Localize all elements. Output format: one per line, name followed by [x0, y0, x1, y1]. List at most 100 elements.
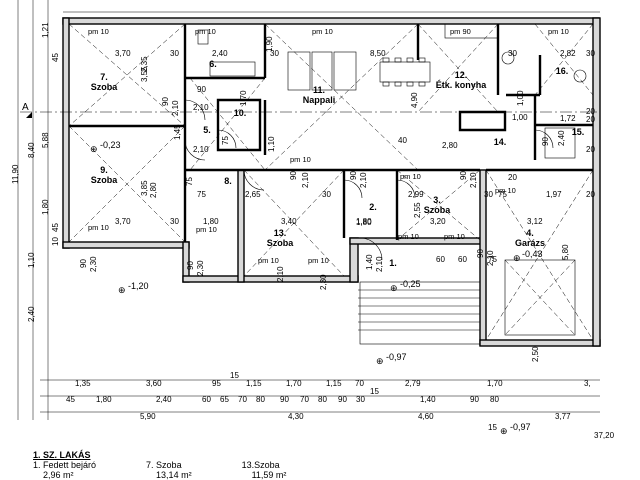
svg-text:2,79: 2,79 [405, 379, 421, 388]
svg-text:1,00: 1,00 [512, 113, 528, 122]
room-12-name: Étk. konyha [436, 80, 488, 90]
svg-text:5,90: 5,90 [140, 412, 156, 421]
svg-text:90: 90 [541, 137, 550, 146]
svg-text:30: 30 [170, 217, 179, 226]
svg-text:pm 10: pm 10 [308, 256, 329, 265]
svg-text:70: 70 [300, 395, 309, 404]
svg-text:1,00: 1,00 [516, 90, 525, 106]
svg-text:⊕: ⊕ [513, 253, 521, 263]
svg-text:2,55: 2,55 [413, 202, 422, 218]
svg-text:1,80: 1,80 [96, 395, 112, 404]
svg-text:2,40: 2,40 [156, 395, 172, 404]
dims-inner: 90 2,10 90 2,10 1,45 75 2,10 4,90 1,10 4… [79, 85, 595, 290]
svg-text:60: 60 [458, 255, 467, 264]
svg-text:30: 30 [484, 190, 493, 199]
svg-text:75: 75 [221, 136, 230, 145]
furniture [197, 23, 587, 345]
room-1-num: 1. [389, 258, 397, 268]
svg-text:8,50: 8,50 [370, 49, 386, 58]
svg-text:20: 20 [586, 145, 595, 154]
level-garage: -0,43 [522, 249, 543, 259]
dims-left: 1,21 45 5,88 8,40 11,90 1,80 45 10 1,10 … [11, 22, 60, 322]
svg-text:1,70: 1,70 [286, 379, 302, 388]
svg-text:1,45: 1,45 [173, 124, 182, 140]
svg-text:75: 75 [498, 190, 507, 199]
svg-text:pm 10: pm 10 [548, 27, 569, 36]
svg-text:2,10: 2,10 [171, 100, 180, 116]
svg-text:1,15: 1,15 [246, 379, 262, 388]
svg-text:1,40: 1,40 [365, 254, 374, 270]
svg-text:30: 30 [586, 49, 595, 58]
section-line: A [20, 102, 600, 118]
svg-text:90: 90 [280, 395, 289, 404]
svg-text:⊕: ⊕ [500, 426, 508, 436]
room-6-num: 6. [209, 59, 217, 69]
room-4-name: Garázs [515, 238, 545, 248]
svg-text:2,10: 2,10 [276, 266, 285, 282]
svg-text:2,82: 2,82 [560, 49, 576, 58]
legend-title: 1. SZ. LAKÁS [33, 450, 91, 460]
room-13-num: 13. [274, 228, 287, 238]
svg-text:75: 75 [488, 255, 497, 264]
svg-text:2,40: 2,40 [212, 49, 228, 58]
svg-text:pm 10: pm 10 [88, 223, 109, 232]
svg-text:2,30: 2,30 [89, 256, 98, 272]
svg-text:3,70: 3,70 [115, 217, 131, 226]
room-legend: 1. SZ. LAKÁS 1. Fedett bejáró 2,96 m² 7.… [33, 450, 333, 480]
svg-text:4,60: 4,60 [418, 412, 434, 421]
room-16-num: 16. [556, 66, 569, 76]
svg-text:90: 90 [79, 259, 88, 268]
svg-text:1,80: 1,80 [356, 218, 372, 227]
svg-text:pm 10: pm 10 [196, 225, 217, 234]
interior-walls [69, 24, 593, 242]
svg-text:pm 10: pm 10 [290, 155, 311, 164]
svg-text:pm 90: pm 90 [450, 27, 471, 36]
svg-text:75: 75 [197, 190, 206, 199]
svg-text:1,21: 1,21 [41, 22, 50, 38]
svg-text:2,10: 2,10 [469, 172, 478, 188]
room-9-name: Szoba [91, 175, 118, 185]
svg-text:1,10: 1,10 [267, 136, 276, 152]
svg-text:2,80: 2,80 [442, 141, 458, 150]
svg-text:20: 20 [508, 173, 517, 182]
svg-text:90: 90 [349, 171, 358, 180]
svg-text:1,80: 1,80 [203, 217, 219, 226]
svg-text:30: 30 [270, 49, 279, 58]
svg-text:2,30: 2,30 [319, 274, 328, 290]
room-7-name: Szoba [91, 82, 118, 92]
room-12-num: 12. [455, 70, 468, 80]
svg-text:3,: 3, [584, 379, 591, 388]
room-11-name: Nappali [303, 95, 336, 105]
svg-text:10: 10 [51, 237, 60, 246]
room-2-num: 2. [369, 202, 377, 212]
svg-text:95: 95 [212, 379, 221, 388]
svg-text:3,20: 3,20 [430, 217, 446, 226]
room-3-num: 3. [433, 195, 441, 205]
svg-text:pm 10: pm 10 [312, 27, 333, 36]
svg-text:2,40: 2,40 [27, 306, 36, 322]
svg-text:3,55: 3,55 [140, 66, 149, 82]
svg-text:pm 10: pm 10 [444, 232, 465, 241]
svg-text:90: 90 [338, 395, 347, 404]
svg-text:20: 20 [586, 107, 595, 116]
svg-text:2,10: 2,10 [359, 172, 368, 188]
svg-text:30: 30 [356, 395, 365, 404]
svg-text:3,40: 3,40 [281, 217, 297, 226]
svg-text:1,35: 1,35 [75, 379, 91, 388]
svg-text:80: 80 [318, 395, 327, 404]
legend-item-1: 1. Fedett bejáró 2,96 m² [33, 460, 97, 480]
svg-text:pm 10: pm 10 [400, 172, 421, 181]
svg-text:5,88: 5,88 [41, 132, 50, 148]
room-9-num: 9. [100, 165, 108, 175]
dims-top: 3,70 2,35 30 2,40 1,90 30 8,50 30 2,82 3… [115, 36, 595, 116]
svg-text:60: 60 [436, 255, 445, 264]
svg-text:pm 10: pm 10 [495, 186, 516, 195]
svg-text:1,80: 1,80 [356, 217, 372, 226]
svg-text:65: 65 [220, 395, 229, 404]
svg-text:80: 80 [490, 395, 499, 404]
svg-text:90: 90 [476, 249, 485, 258]
section-mark: A [22, 102, 29, 113]
level-outside-left: -1,20 [128, 281, 149, 291]
svg-text:1,70: 1,70 [487, 379, 503, 388]
